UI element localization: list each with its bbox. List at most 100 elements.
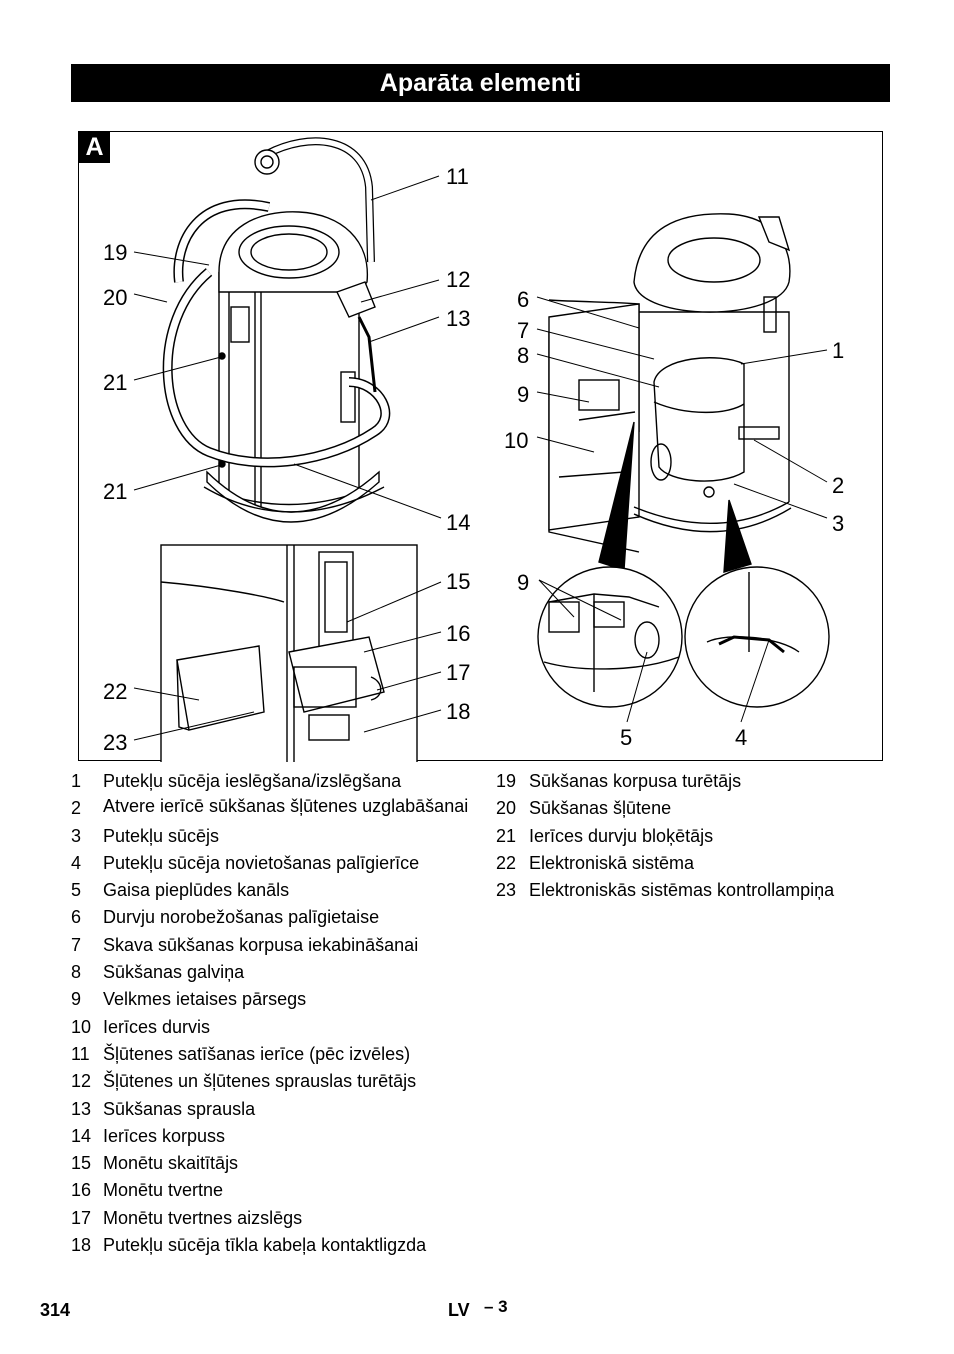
legend-text: Šļūtenes satīšanas ierīce (pēc izvēles) <box>103 1043 411 1064</box>
left-device-drawing <box>162 137 391 523</box>
electronics-inset <box>160 544 418 762</box>
callout-22: 22 <box>103 679 127 704</box>
legend-item: 12 Šļūtenes un šļūtenes sprauslas turētāj… <box>71 1068 471 1095</box>
callout-9-lower: 9 <box>517 570 529 595</box>
callout-5: 5 <box>620 725 632 750</box>
legend-item: 7 Skava sūkšanas korpusa iekabināšanai <box>71 932 471 959</box>
callout-6: 6 <box>517 287 529 312</box>
legend-text: Durvju norobežošanas palīgietaise <box>103 907 380 928</box>
callout-19: 19 <box>103 240 127 265</box>
legend-number: 15 <box>71 1153 92 1174</box>
callout-12: 12 <box>446 267 470 292</box>
callout-20: 20 <box>103 285 127 310</box>
callout-21-lower: 21 <box>103 479 127 504</box>
callout-11: 11 <box>446 164 469 189</box>
legend-number: 11 <box>71 1043 90 1064</box>
callout-16: 16 <box>446 621 470 646</box>
page-title: Aparāta elementi <box>71 64 890 102</box>
legend-item: 11 Šļūtenes satīšanas ierīce (pēc izvēles… <box>71 1041 471 1068</box>
legend-number: 2 <box>71 798 82 819</box>
right-device-drawing <box>537 213 830 708</box>
legend-text: Elektroniskā sistēma <box>529 852 695 873</box>
legend-number: 9 <box>71 989 82 1010</box>
legend-number: 12 <box>71 1071 92 1092</box>
callout-14: 14 <box>446 510 470 535</box>
callout-4: 4 <box>735 725 747 750</box>
legend-number: 4 <box>71 852 82 873</box>
legend-text: Monētu tvertne <box>103 1180 224 1201</box>
legend-item: 17 Monētu tvertnes aizslēgs <box>71 1205 471 1232</box>
legend-text: Putekļu sūcēja novietošanas palīgierīce <box>103 852 420 873</box>
legend-number: 13 <box>71 1098 92 1119</box>
legend-number: 6 <box>71 907 82 928</box>
legend-text: Putekļu sūcēja ieslēgšana/izslēgšana <box>103 771 402 791</box>
callout-15: 15 <box>446 569 470 594</box>
legend-item: 21 Ierīces durvju bloķētājs <box>496 823 896 850</box>
legend-text: Putekļu sūcēja tīkla kabeļa kontaktligzd… <box>103 1235 427 1256</box>
language-code: LV <box>448 1300 470 1320</box>
device-illustration: 11 12 13 19 20 21 21 14 15 16 17 18 22 2… <box>103 137 844 762</box>
callout-9-upper: 9 <box>517 382 529 407</box>
callout-21-upper: 21 <box>103 370 127 395</box>
legend-text: Ierīces durvis <box>103 1016 211 1037</box>
legend-text: Ierīces korpuss <box>103 1125 226 1146</box>
leader-lines <box>133 175 828 741</box>
legend-text: Gaisa pieplūdes kanāls <box>103 880 290 901</box>
legend-number: 5 <box>71 880 82 901</box>
callout-17: 17 <box>446 660 470 685</box>
legend-item: 4 Putekļu sūcēja novietošanas palīgierīce <box>71 850 471 877</box>
legend-right: 19 Sūkšanas korpusa turētājs 20 Sūkšanas š… <box>496 768 896 904</box>
legend-number: 1 <box>71 771 82 791</box>
legend-number: 22 <box>496 852 517 873</box>
legend-number: 18 <box>71 1235 92 1256</box>
legend-text: Šļūtenes un šļūtenes sprauslas turētājs <box>103 1071 417 1092</box>
legend-number: 21 <box>496 825 517 846</box>
legend-number: 3 <box>71 825 82 846</box>
figure-a: 11 12 13 19 20 21 21 14 15 16 17 18 22 2… <box>78 131 883 762</box>
callout-1: 1 <box>832 338 844 363</box>
callout-7: 7 <box>517 318 529 343</box>
legend-text: Ierīces durvju bloķētājs <box>529 825 714 846</box>
legend-item: 6 Durvju norobežošanas palīgietaise <box>71 904 471 931</box>
callout-10: 10 <box>504 428 528 453</box>
legend-text: Skava sūkšanas korpusa iekabināšanai <box>103 934 419 955</box>
callout-23: 23 <box>103 730 127 755</box>
legend-item: 23 Elektroniskās sistēmas kontrollampiņa <box>496 877 896 904</box>
legend-item: 13 Sūkšanas sprausla <box>71 1096 471 1123</box>
page-number: 314 <box>40 1300 71 1320</box>
legend-number: 20 <box>496 798 517 819</box>
legend-item: 14 Ierīces korpuss <box>71 1123 471 1150</box>
legend-number: 19 <box>496 771 517 791</box>
legend-item: 15 Monētu skaitītājs <box>71 1150 471 1177</box>
legend-item: 20 Sūkšanas šļūtene <box>496 795 896 822</box>
callout-3: 3 <box>832 511 844 536</box>
callout-labels: 11 12 13 19 20 21 21 14 15 16 17 18 22 2… <box>103 164 844 755</box>
section-page-number: – 3 <box>484 1297 508 1316</box>
legend-number: 23 <box>496 880 517 901</box>
legend-item: 16 Monētu tvertne <box>71 1177 471 1204</box>
legend-text: Sūkšanas galviņa <box>103 962 245 983</box>
figure-tag: A <box>79 132 110 163</box>
legend-item: 19 Sūkšanas korpusa turētājs <box>496 768 896 795</box>
legend-item: 2 Atvere ierīcē sūkšanas šļūtenes uzglabā… <box>71 795 471 822</box>
legend-text: Monētu tvertnes aizslēgs <box>103 1207 303 1228</box>
callout-13: 13 <box>446 306 470 331</box>
legend-number: 7 <box>71 934 82 955</box>
legend-item: 5 Gaisa pieplūdes kanāls <box>71 877 471 904</box>
legend-number: 16 <box>71 1180 92 1201</box>
legend-text: Sūkšanas šļūtene <box>529 798 672 819</box>
legend-text: Atvere ierīcē sūkšanas šļūtenes uzglabāš… <box>103 796 469 817</box>
callout-8: 8 <box>517 343 529 368</box>
legend-number: 14 <box>71 1125 92 1146</box>
legend-text: Sūkšanas korpusa turētājs <box>529 771 742 791</box>
legend-text: Putekļu sūcējs <box>103 825 220 846</box>
legend-number: 17 <box>71 1207 92 1228</box>
legend-text: Elektroniskās sistēmas kontrollampiņa <box>529 880 835 901</box>
callout-2: 2 <box>832 473 844 498</box>
legend-text: Monētu skaitītājs <box>103 1153 239 1174</box>
legend-text: Sūkšanas sprausla <box>103 1098 256 1119</box>
legend-item: 3 Putekļu sūcējs <box>71 823 471 850</box>
